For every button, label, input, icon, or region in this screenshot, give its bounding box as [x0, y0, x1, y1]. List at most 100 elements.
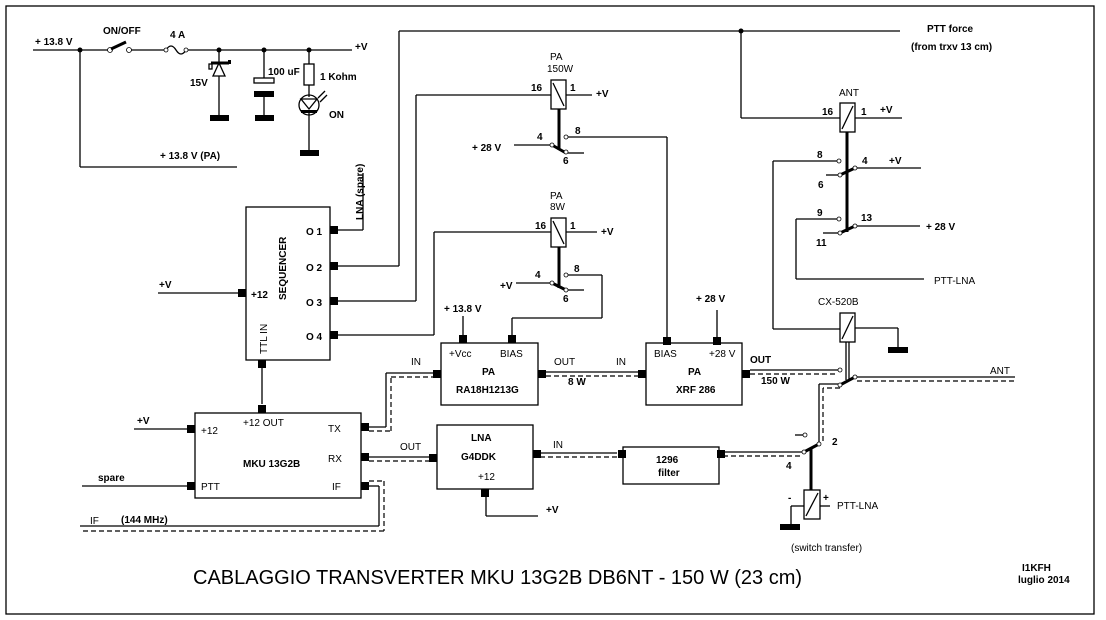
relay-contact-icon: [839, 166, 856, 177]
p12-out-label: +12 OUT: [243, 418, 284, 429]
ground-icon: [780, 524, 800, 530]
relay-contact-icon: [551, 281, 567, 292]
sequencer: SEQUENCER TTL IN +12 O 1 O 2 O 3 O 4 LNA…: [158, 31, 435, 404]
pin-6-label: 6: [563, 294, 569, 305]
capacitor-label: 100 uF: [268, 67, 300, 78]
fuse-icon: [165, 45, 187, 55]
pa-xrf-out-label: OUT: [750, 355, 771, 366]
ptt-force-label: PTT force: [927, 24, 974, 35]
relay-pa-8w: PA 8W 16 1 +V 4 8 6 +V: [434, 191, 614, 337]
pin-1-label: 1: [861, 107, 867, 118]
if-line-label: IF: [90, 516, 99, 527]
filter-frequency: 1296: [656, 455, 679, 466]
supply-label: +V: [889, 156, 902, 167]
diagram-title: CABLAGGIO TRANSVERTER MKU 13G2B DB6NT - …: [193, 567, 802, 589]
cx520b-title: CX-520B: [818, 297, 859, 308]
pin-8-label: 8: [575, 126, 581, 137]
vcc-supply-label: + 13.8 V: [444, 304, 482, 315]
lna-g4ddk: LNA G4DDK +12 +V OUT IN: [400, 424, 563, 517]
pa-ra-out-power: 8 W: [568, 377, 586, 388]
pa-xrf-in-label: IN: [616, 357, 626, 368]
lna-in-label: IN: [553, 440, 563, 451]
ground-icon: [210, 115, 229, 121]
p12-label: +12: [201, 426, 218, 437]
pin-4-label: 4: [862, 156, 868, 167]
pa-xrf-out-power: 150 W: [761, 376, 790, 387]
capacitor-icon: [253, 77, 275, 97]
input-voltage-label: + 13.8 V: [35, 37, 73, 48]
pin-1-label: 1: [570, 221, 576, 232]
pa-ra-model: RA18H1213G: [456, 385, 519, 396]
ttl-in-label: TTL IN: [259, 324, 270, 354]
resistor-label: 1 Kohm: [320, 72, 357, 83]
pin-13-label: 13: [861, 213, 873, 224]
relay-pa-150w: PA 150W 16 1 +V 4 8 6 + 28 V: [416, 52, 668, 337]
sequencer-box: [245, 206, 331, 361]
relay-pa8-subtitle: 8W: [550, 202, 566, 213]
pa-ra-in-label: IN: [411, 357, 421, 368]
ground-icon: [888, 347, 908, 353]
sequencer-output-4: O 4: [306, 332, 323, 343]
sequencer-output-2: O 2: [306, 263, 323, 274]
bias-pin-label: BIAS: [500, 349, 523, 360]
pin-9-label: 9: [817, 208, 823, 219]
filter-label: filter: [658, 468, 680, 479]
ant-label: ANT: [990, 366, 1010, 377]
rx-label: RX: [328, 454, 342, 465]
lna-out-label: OUT: [400, 442, 421, 453]
relay-input-label: + 28 V: [472, 143, 502, 154]
plus-v-label: +V: [355, 42, 368, 53]
relay-input-label: +V: [500, 281, 513, 292]
mku-supply-label: +V: [137, 416, 150, 427]
pa-xrf286: + 28 V BIAS +28 V PA XRF 286 IN OUT 150 …: [616, 294, 790, 406]
ground-icon: [300, 150, 319, 156]
minus-label: -: [788, 493, 791, 504]
mku-box: [194, 412, 362, 499]
if-label: IF: [332, 482, 341, 493]
diagram-date: luglio 2014: [1018, 575, 1070, 586]
pin-4-label: 4: [786, 461, 792, 472]
zener-diode-icon: [208, 60, 231, 77]
sequencer-output-3: O 3: [306, 298, 323, 309]
supply-label: +V: [601, 227, 614, 238]
ptt-lna-label: PTT-LNA: [934, 276, 975, 287]
zener-label: 15V: [190, 78, 208, 89]
supply-label: +V: [596, 89, 609, 100]
lna-model: G4DDK: [461, 452, 497, 463]
transfer-switch: 2 4 - + PTT-LNA (switch transfer): [780, 432, 878, 554]
pin-8-label: 8: [817, 150, 823, 161]
relay-contact-icon: [839, 224, 856, 235]
lna-spare-label: LNA (spare): [355, 164, 366, 220]
if-frequency-label: (144 MHz): [121, 515, 168, 526]
pin-8-label: 8: [574, 264, 580, 275]
pa-ra-title: PA: [482, 367, 495, 378]
relay-ant-title: ANT: [839, 88, 859, 99]
ptt-force-line: PTT force (from trxv 13 cm): [399, 24, 992, 119]
switch-transfer-note: (switch transfer): [791, 543, 862, 554]
switch-label: ON/OFF: [103, 26, 141, 37]
pin-6-label: 6: [563, 156, 569, 167]
relay-pa150-title: PA: [550, 52, 563, 63]
pa-supply-label: + 13.8 V (PA): [160, 151, 220, 162]
coax-lines: ANT: [80, 366, 1015, 532]
pa-ra18h1213g: + 13.8 V +Vcc BIAS PA RA18H1213G IN OUT …: [411, 304, 586, 406]
sequencer-title: SEQUENCER: [278, 236, 289, 300]
power-section: + 13.8 V ON/OFF 4 A 15V 100 uF 1 Kohm ON…: [33, 26, 368, 168]
ptt-force-note: (from trxv 13 cm): [911, 42, 992, 53]
sequencer-output-1: O 1: [306, 227, 323, 238]
resistor-icon: [303, 63, 315, 86]
led-label: ON: [329, 110, 344, 121]
pin-1-label: 1: [570, 83, 576, 94]
switch-contact-b: [126, 47, 132, 53]
author-callsign: I1KFH: [1022, 563, 1051, 574]
bias-pin-label: BIAS: [654, 349, 677, 360]
pin-4-label: 4: [537, 132, 543, 143]
pa-xrf-title: PA: [688, 367, 701, 378]
pa-ra-out-label: OUT: [554, 357, 575, 368]
pin-6-label: 6: [818, 180, 824, 191]
sequencer-supply-label: +V: [159, 280, 172, 291]
pin-2-label: 2: [832, 437, 838, 448]
spare-label: spare: [98, 473, 125, 484]
lna-box: [436, 424, 534, 490]
led-icon: [298, 90, 328, 116]
